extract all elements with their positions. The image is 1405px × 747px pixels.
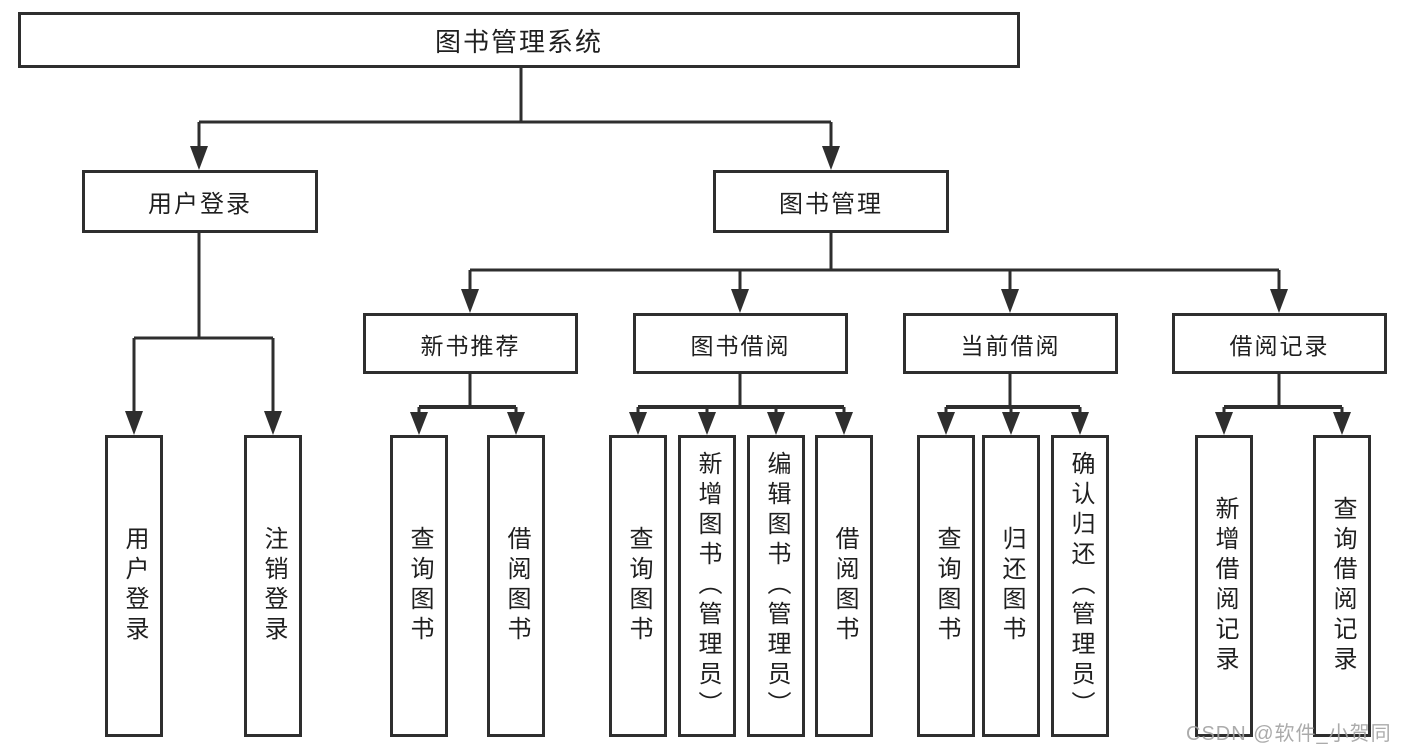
leaf-query-books-3: 查询图书 bbox=[917, 435, 975, 737]
node-label: 用户登录 bbox=[148, 191, 252, 218]
node-label: 图书管理系统 bbox=[434, 26, 603, 57]
node-root-library-system: 图书管理系统 bbox=[18, 12, 1020, 68]
leaf-return-books: 归还图书 bbox=[982, 435, 1040, 737]
arrowhead bbox=[1270, 289, 1288, 313]
arrowhead bbox=[1002, 412, 1020, 435]
node-label: 编辑图书（管理员） bbox=[763, 451, 790, 721]
node-label: 查询图书 bbox=[933, 526, 960, 646]
node-label: 确认归还（管理员） bbox=[1067, 451, 1094, 721]
arrowhead bbox=[264, 411, 282, 435]
node-label: 新书推荐 bbox=[420, 332, 521, 359]
node-borrow-records: 借阅记录 bbox=[1172, 313, 1387, 374]
edge-user-login-to-leaves bbox=[125, 233, 282, 435]
leaf-confirm-return-admin: 确认归还（管理员） bbox=[1051, 435, 1109, 737]
node-label: 新增图书（管理员） bbox=[694, 451, 721, 721]
leaf-add-books-admin: 新增图书（管理员） bbox=[678, 435, 736, 737]
arrowhead bbox=[190, 146, 208, 170]
edge-new-books-to-leaves bbox=[410, 373, 525, 435]
leaf-query-books-1: 查询图书 bbox=[390, 435, 448, 737]
node-label: 查询图书 bbox=[406, 526, 433, 646]
node-label: 借阅图书 bbox=[831, 526, 858, 646]
arrowhead bbox=[1215, 412, 1233, 435]
node-book-management: 图书管理 bbox=[713, 170, 949, 233]
node-label: 新增借阅记录 bbox=[1211, 496, 1238, 676]
leaf-query-borrow-record: 查询借阅记录 bbox=[1313, 435, 1371, 737]
leaf-edit-books-admin: 编辑图书（管理员） bbox=[747, 435, 805, 737]
edge-borrow-to-leaves bbox=[629, 373, 853, 435]
arrowhead bbox=[629, 412, 647, 435]
node-label: 图书借阅 bbox=[690, 332, 791, 359]
node-label: 查询图书 bbox=[625, 526, 652, 646]
leaf-logout: 注销登录 bbox=[244, 435, 302, 737]
arrowhead bbox=[937, 412, 955, 435]
arrowhead bbox=[461, 289, 479, 313]
node-label: 借阅图书 bbox=[503, 526, 530, 646]
edge-book-mgmt-to-level3 bbox=[461, 233, 1288, 313]
arrowhead bbox=[767, 412, 785, 435]
edge-root-to-level2 bbox=[190, 68, 840, 170]
leaf-borrow-books-2: 借阅图书 bbox=[815, 435, 873, 737]
node-label: 当前借阅 bbox=[960, 332, 1061, 359]
node-label: 归还图书 bbox=[998, 526, 1025, 646]
arrowhead bbox=[822, 146, 840, 170]
arrowhead bbox=[1071, 412, 1089, 435]
leaf-user-login: 用户登录 bbox=[105, 435, 163, 737]
node-user-login: 用户登录 bbox=[82, 170, 318, 233]
node-label: 注销登录 bbox=[260, 526, 287, 646]
edge-current-to-leaves bbox=[937, 373, 1089, 435]
node-label: 用户登录 bbox=[121, 526, 148, 646]
csdn-watermark: CSDN @软件_小贺同学 bbox=[1186, 723, 1392, 745]
leaf-query-books-2: 查询图书 bbox=[609, 435, 667, 737]
node-label: 查询借阅记录 bbox=[1329, 496, 1356, 676]
arrowhead bbox=[731, 289, 749, 313]
node-label: 图书管理 bbox=[779, 191, 883, 218]
edge-records-to-leaves bbox=[1215, 373, 1351, 435]
arrowhead bbox=[410, 412, 428, 435]
leaf-borrow-books-1: 借阅图书 bbox=[487, 435, 545, 737]
node-new-book-recommend: 新书推荐 bbox=[363, 313, 578, 374]
arrowhead bbox=[507, 412, 525, 435]
arrowhead bbox=[125, 411, 143, 435]
leaf-add-borrow-record: 新增借阅记录 bbox=[1195, 435, 1253, 737]
node-book-borrow: 图书借阅 bbox=[633, 313, 848, 374]
arrowhead bbox=[1333, 412, 1351, 435]
node-label: 借阅记录 bbox=[1229, 332, 1330, 359]
arrowhead bbox=[698, 412, 716, 435]
arrowhead bbox=[835, 412, 853, 435]
node-current-borrow: 当前借阅 bbox=[903, 313, 1118, 374]
arrowhead bbox=[1001, 289, 1019, 313]
